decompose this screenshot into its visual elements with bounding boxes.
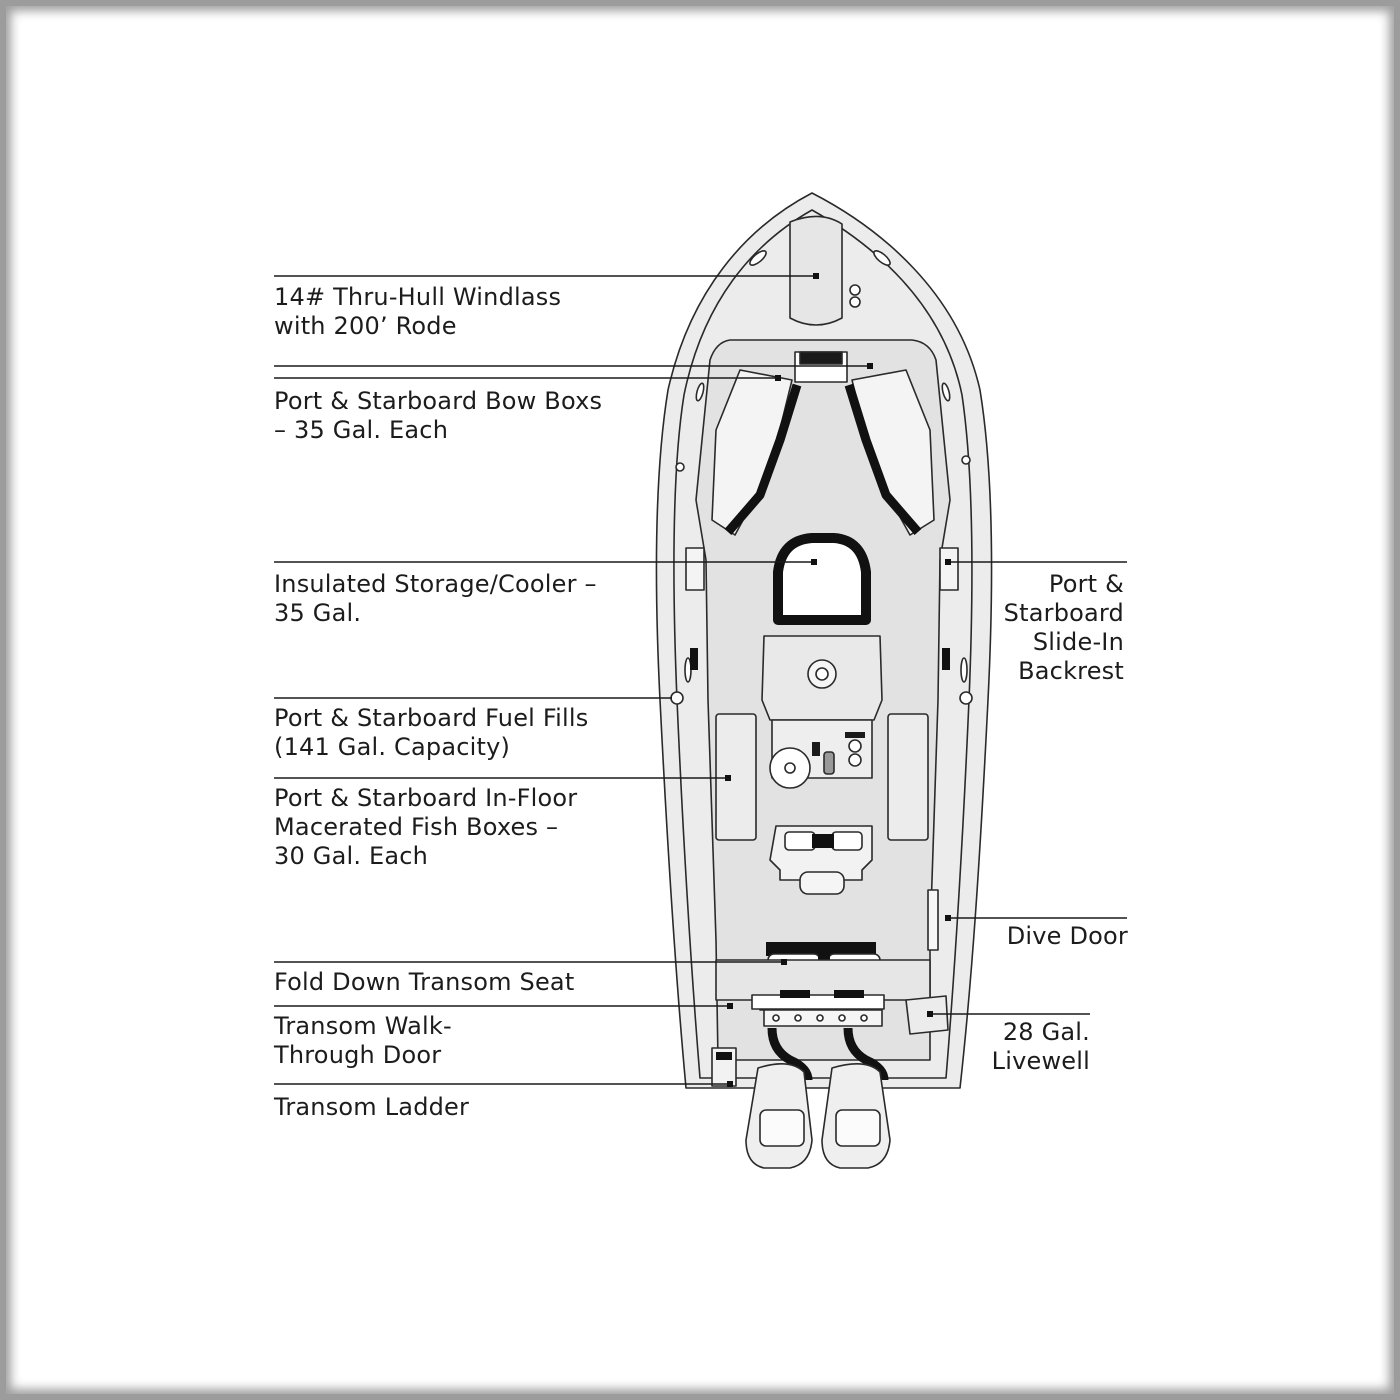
starboard-bow-box — [851, 369, 935, 536]
label-transom-ladder: Transom Ladder — [274, 1093, 470, 1121]
label-backrest: Port & Starboard Slide-In Backrest — [1003, 570, 1124, 685]
label-fuel-fills: Port & Starboard Fuel Fills (141 Gal. Ca… — [274, 704, 589, 761]
label-windlass: 14# Thru-Hull Windlass with 200’ Rode — [274, 283, 562, 340]
port-backrest — [685, 547, 705, 591]
starboard-backrest — [939, 547, 959, 591]
transom-seat-back — [766, 942, 876, 956]
gunwale-inner — [673, 209, 973, 1079]
cooler-seat — [773, 533, 871, 625]
port-bow-box — [711, 369, 793, 536]
transom-door — [751, 994, 885, 1010]
windlass-fitting — [849, 296, 861, 308]
port-fuel-fill — [670, 691, 684, 705]
label-transom-seat: Fold Down Transom Seat — [274, 968, 575, 996]
label-bow-boxes: Port & Starboard Bow Boxs – 35 Gal. Each — [274, 387, 603, 444]
label-dive-door: Dive Door — [1006, 922, 1128, 950]
starboard-rigging-hose — [843, 1027, 889, 1081]
starboard-fish-box-hatch — [887, 713, 929, 841]
callout-leaders — [274, 275, 1127, 1085]
anchor-locker-hatch — [789, 215, 843, 326]
port-rigging-hose — [767, 1027, 813, 1081]
label-walk-through-door: Transom Walk- Through Door — [274, 1012, 452, 1069]
boat-hull — [655, 192, 993, 1169]
label-livewell: 28 Gal. Livewell — [991, 1018, 1090, 1075]
port-fish-box-hatch — [715, 713, 757, 841]
starboard-bow-cushion-edge — [844, 383, 922, 535]
dive-door — [927, 889, 939, 951]
callout-dots — [725, 273, 951, 1087]
starboard-fuel-fill — [959, 691, 973, 705]
label-fish-boxes: Port & Starboard In-Floor Macerated Fish… — [274, 784, 578, 870]
cooler-tray — [799, 871, 845, 895]
label-cooler: Insulated Storage/Cooler – 35 Gal. — [274, 570, 597, 627]
port-bow-cushion-edge — [724, 383, 802, 535]
windlass-fitting — [849, 284, 861, 296]
